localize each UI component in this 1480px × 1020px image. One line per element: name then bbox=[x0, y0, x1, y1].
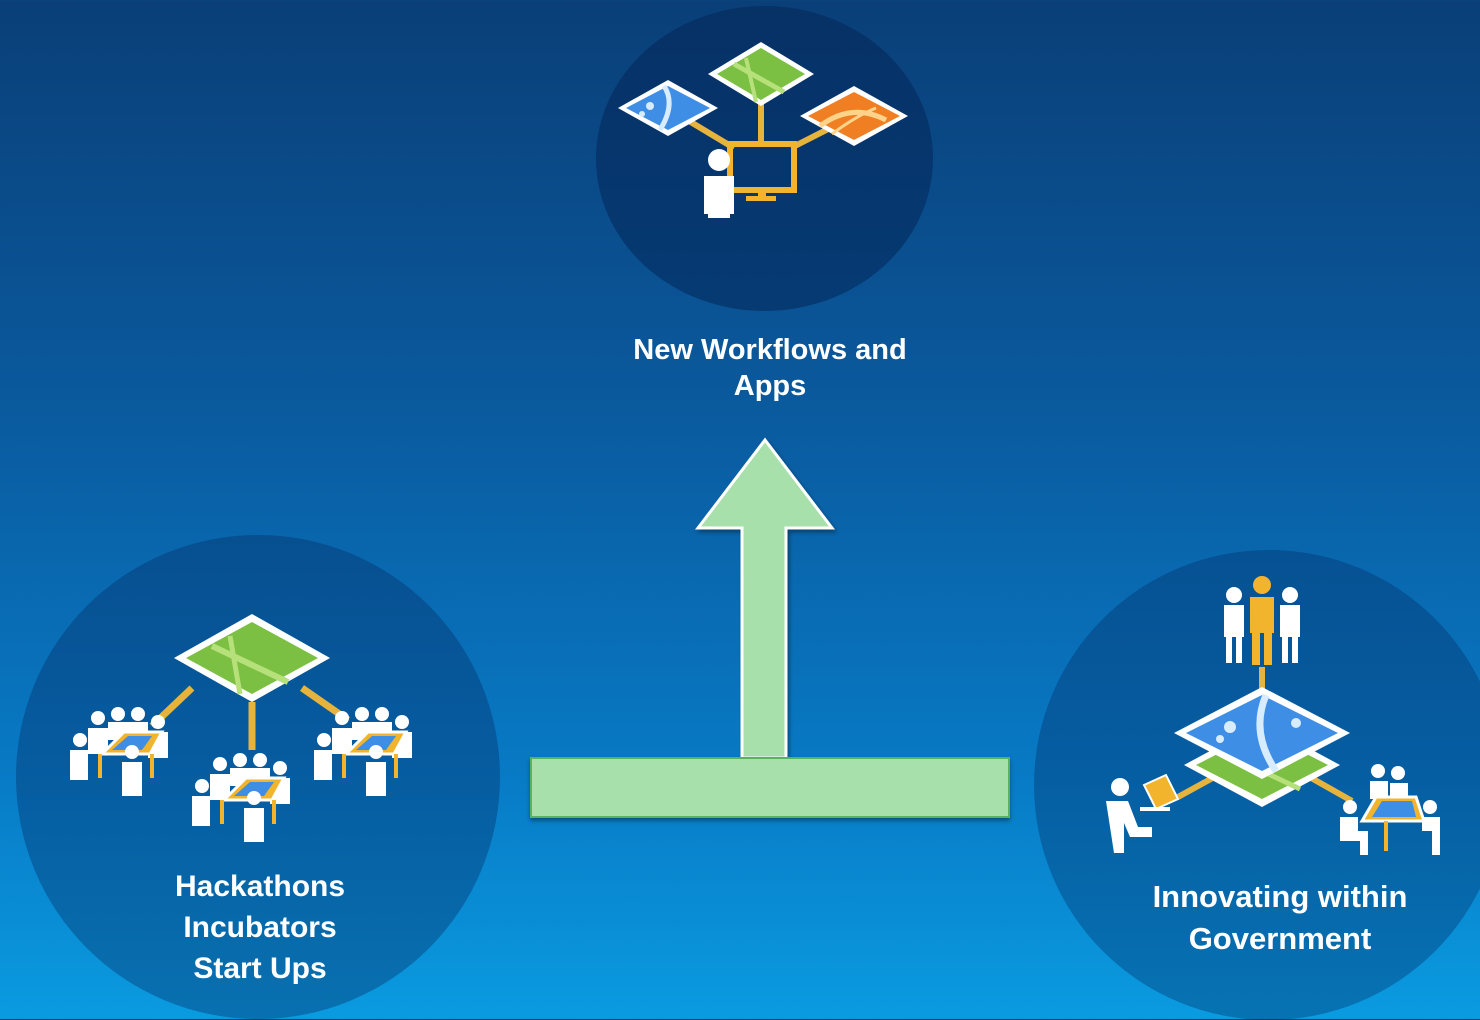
up-arrow bbox=[694, 437, 836, 760]
node-label-top-line1: New Workflows and bbox=[633, 334, 907, 366]
base-bar bbox=[530, 757, 1010, 818]
team-collaboration-icon bbox=[70, 614, 414, 844]
node-label-left-line3: Start Ups bbox=[193, 952, 327, 985]
node-label-right: Innovating within Government bbox=[1080, 876, 1480, 960]
node-label-left: Hackathons Incubators Start Ups bbox=[60, 866, 460, 989]
node-label-left-line2: Incubators bbox=[183, 911, 337, 944]
node-label-top-line2: Apps bbox=[733, 370, 807, 403]
user-computer-maps-icon bbox=[618, 42, 908, 218]
node-label-right-line1: Innovating within bbox=[1152, 879, 1408, 914]
government-layers-icon bbox=[1106, 576, 1440, 855]
node-label-left-line1: Hackathons bbox=[174, 870, 346, 903]
node-label-right-line2: Government bbox=[1188, 921, 1372, 956]
node-label-top: New Workflows and Apps bbox=[560, 332, 980, 405]
